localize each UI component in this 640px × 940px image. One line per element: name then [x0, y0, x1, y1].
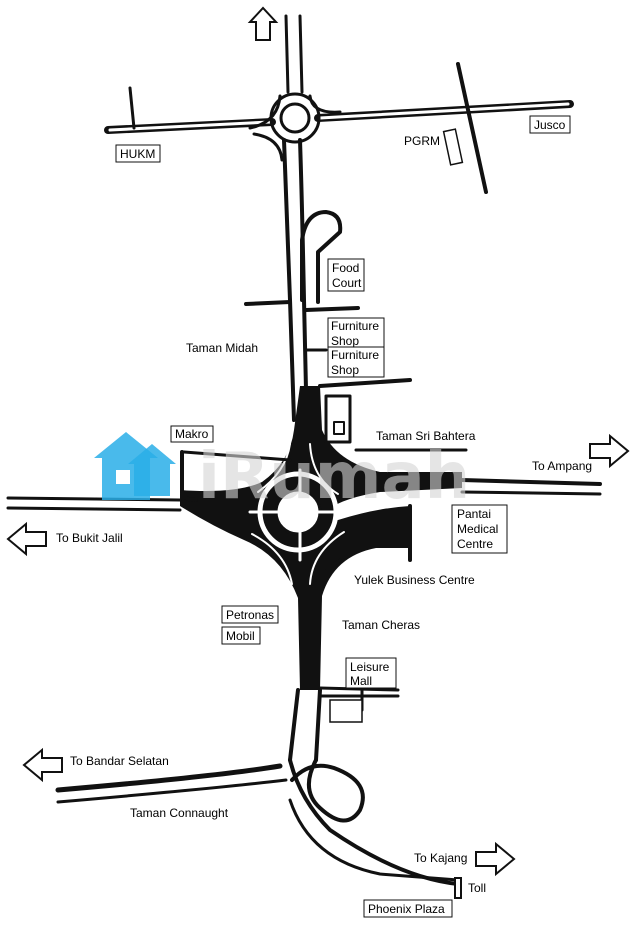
house-watermark-icon-2	[128, 444, 176, 496]
jusco-box	[529, 115, 571, 134]
label-jusco: Jusco	[534, 118, 566, 132]
road-food-court-loop	[300, 210, 343, 304]
mobil-box	[221, 626, 261, 645]
interchange-ramp-se	[309, 531, 345, 585]
label-phoenix-plaza: Phoenix Plaza	[368, 902, 445, 916]
road-hukm-spur	[128, 86, 136, 130]
label-furniture-2-line1: Furniture	[331, 348, 379, 362]
arrow-ampang-icon	[589, 433, 630, 469]
road-ramp-ne	[308, 94, 342, 114]
label-to-bukit-jalil: To Bukit Jalil	[56, 531, 123, 545]
label-pgrm: PGRM	[404, 134, 440, 148]
label-yulek: Yulek Business Centre	[354, 573, 475, 587]
arrow-kajang-icon	[475, 841, 516, 877]
phoenix-plaza-box	[363, 899, 453, 918]
road-kajang	[288, 798, 460, 882]
interchange-ramp-nw	[257, 443, 291, 493]
road-midah-west	[244, 300, 292, 306]
label-pantai-line1: Pantai	[457, 507, 491, 521]
arrows	[6, 6, 630, 877]
arrow-bandar-selatan-icon	[22, 747, 63, 783]
label-taman-midah: Taman Midah	[186, 341, 258, 355]
hukm-box	[115, 144, 161, 163]
road-network	[6, 14, 602, 886]
road-south-loop-2	[290, 758, 365, 823]
road-yulek	[314, 558, 342, 582]
road-top-west-inner	[108, 120, 272, 132]
road-south-loop	[288, 758, 460, 886]
road-leisure-1	[318, 686, 400, 692]
toll-booth	[454, 877, 462, 899]
leisure-mall-box	[345, 657, 397, 689]
road-south-west-edge	[288, 688, 300, 762]
label-makro: Makro	[175, 427, 209, 441]
label-taman-cheras: Taman Cheras	[342, 618, 420, 632]
label-leisure-line1: Leisure	[350, 660, 390, 674]
boxed-labels	[115, 115, 571, 918]
road-south-east-edge	[314, 688, 322, 762]
label-mobil: Mobil	[226, 629, 255, 643]
labels: Taman Midah PGRM Taman Sri Bahtera To Am…	[56, 134, 592, 895]
label-furniture-1-line2: Shop	[331, 334, 359, 348]
interchange-ramp-ne	[309, 443, 339, 495]
makro-box	[170, 425, 214, 443]
road-furniture-east-3	[318, 378, 412, 388]
furniture-shop-1-box	[327, 317, 385, 349]
arrow-bukit-jalil-icon	[6, 521, 47, 557]
road-ampang-2	[460, 490, 602, 496]
sri-bahtera-building	[324, 394, 352, 444]
label-furniture-2-line2: Shop	[331, 363, 359, 377]
watermark: iRumah	[94, 432, 470, 514]
food-court-box	[327, 258, 365, 292]
label-food-court-line2: Court	[332, 276, 362, 290]
label-to-ampang: To Ampang	[532, 459, 592, 473]
road-pgrm	[456, 62, 488, 194]
arrow-north-icon	[247, 6, 279, 41]
road-main-west-edge	[282, 138, 296, 422]
leisure-mall-building	[329, 699, 363, 723]
label-furniture-1-line1: Furniture	[331, 319, 379, 333]
pantai-box	[451, 504, 508, 554]
boxed-label-text: HUKM Jusco Food Court Furniture Shop Fur…	[120, 118, 566, 916]
label-taman-sri-bahtera: Taman Sri Bahtera	[376, 429, 476, 443]
label-food-court-line1: Food	[332, 261, 359, 275]
house-watermark-window	[116, 470, 130, 484]
sri-bahtera-building-inner	[333, 421, 345, 435]
road-furniture-east	[304, 306, 360, 312]
road-bandar-selatan-2	[56, 778, 288, 804]
roundabout-top-inner	[279, 102, 311, 134]
label-toll: Toll	[468, 881, 486, 895]
label-pantai-line3: Centre	[457, 537, 493, 551]
label-to-kajang: To Kajang	[414, 851, 467, 865]
road-makro	[180, 450, 198, 502]
road-ramp-nw	[248, 94, 282, 130]
road-top-east-inner	[318, 102, 570, 120]
road-bandar-selatan-1	[55, 763, 283, 793]
label-to-bandar-selatan: To Bandar Selatan	[70, 754, 169, 768]
label-hukm: HUKM	[120, 147, 155, 161]
furniture-shop-2-box	[327, 346, 385, 378]
road-bukit-jalil	[6, 496, 182, 512]
road-north	[284, 14, 304, 94]
pgrm-building	[442, 128, 464, 166]
road-makro-2	[182, 450, 292, 462]
road-ramp-sw	[252, 132, 284, 162]
road-ampang-1	[460, 478, 602, 486]
label-taman-connaught: Taman Connaught	[130, 806, 229, 820]
interchange-ramp-sw	[251, 533, 293, 585]
label-petronas: Petronas	[226, 608, 274, 622]
label-leisure-line2: Mall	[350, 674, 372, 688]
watermark-text: iRumah	[198, 440, 470, 514]
label-pantai-line2: Medical	[457, 522, 498, 536]
petronas-box	[221, 605, 279, 624]
